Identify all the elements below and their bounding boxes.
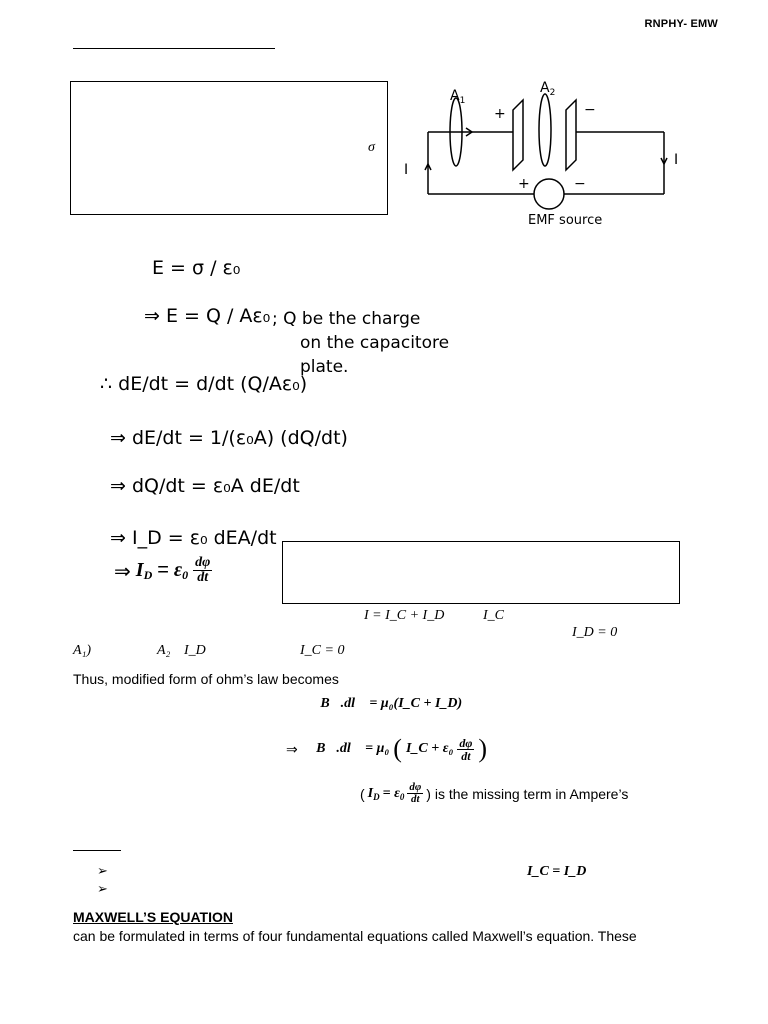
- handwritten-derivation: E = σ / ε₀ ⇒ E = Q / Aε₀ ; Q be the char…: [100, 257, 449, 549]
- capacitor-circuit-diagram: A1 A2 + − I I + − EMF source: [404, 80, 678, 228]
- label-a1: A1: [450, 88, 465, 106]
- implies-symbol-2: ⇒: [286, 740, 298, 757]
- ic-zero-equation: I_C = 0: [300, 643, 345, 658]
- hw-line-2: ⇒ E = Q / Aε₀: [144, 305, 270, 327]
- amperian-loop-a2: [538, 93, 552, 167]
- short-underline: [73, 850, 121, 851]
- label-current-right: I: [674, 152, 678, 168]
- missing-term-text: ) is the missing term in Ampere’s: [426, 785, 629, 802]
- label-emf-source: EMF source: [528, 213, 602, 228]
- ampere2-inner: I_C + ε₀: [405, 741, 454, 756]
- ampere2-fraction: dφ dt: [457, 735, 475, 763]
- label-plus-bottom: +: [518, 176, 530, 192]
- heading-underline: [73, 48, 275, 49]
- paren-open: (: [393, 734, 402, 763]
- hw-line-6: ⇒ I_D = ε₀ dEA/dt: [110, 527, 277, 549]
- current-arrow-top: [465, 127, 474, 137]
- missing-term-line: ( ID = ε0 dφ dt ) is the missing term in…: [360, 782, 628, 805]
- maxwell-heading: MAXWELL’S EQUATION: [73, 909, 233, 925]
- hw-note-2: on the capacitore: [300, 333, 449, 353]
- ohms-law-line: Thus, modified form of ohm’s law becomes: [73, 671, 339, 687]
- label-a2: A2: [540, 80, 555, 98]
- implies-symbol: ⇒: [114, 558, 131, 583]
- header-code: RNPHY- EMW: [644, 18, 718, 30]
- bullet-2: ➢: [97, 882, 108, 897]
- label-minus-bottom: −: [574, 176, 586, 192]
- ampere2-lhs: ∮ B⃗.dl⃗ = μ₀: [301, 741, 390, 756]
- current-arrow-left: [424, 162, 432, 171]
- a1-label: A₁): [73, 643, 92, 658]
- hw-line-5: ⇒ dQ/dt = ε₀A dE/dt: [110, 475, 300, 497]
- amperian-loop-a1: [449, 97, 463, 167]
- missing-fraction: dφ dt: [407, 781, 424, 805]
- missing-id: ID: [367, 785, 380, 802]
- label-minus-top: −: [584, 102, 596, 118]
- empty-answer-box: [282, 541, 680, 604]
- equals-sign: =: [157, 559, 169, 581]
- capacitor-plate-right: [565, 98, 577, 172]
- paren-close: ): [478, 734, 488, 763]
- missing-eq: = ε0: [382, 785, 405, 802]
- hw-line-1: E = σ / ε₀: [152, 257, 240, 279]
- label-plus-top: +: [494, 106, 506, 122]
- ic-equals-id: I_C = I_D: [527, 864, 587, 879]
- dphi-dt-fraction: dφ dt: [193, 555, 213, 585]
- id-zero-equation: I_D = 0: [572, 625, 618, 640]
- figure-box: σ: [70, 81, 388, 215]
- displacement-current-definition: ⇒ ID = ε0 dφ dt: [114, 555, 213, 585]
- hw-line-4: ⇒ dE/dt = 1/(ε₀A) (dQ/dt): [110, 427, 348, 449]
- capacitor-plate-left: [512, 98, 524, 172]
- bullet-1: ➢: [97, 864, 108, 879]
- ampere-law-equation-2: ⇒ ∮ B⃗.dl⃗ = μ₀ ( I_C + ε₀ dφ dt ): [286, 734, 487, 764]
- hw-line-3: ∴ dE/dt = d/dt (Q/Aε₀): [100, 373, 307, 395]
- id-symbol: ID: [135, 558, 153, 582]
- current-sum-equation: I = I_C + I_D: [364, 608, 445, 623]
- current-arrow-right: [660, 157, 668, 166]
- a2-label: A₂: [157, 643, 171, 658]
- emf-source-symbol: [533, 178, 565, 210]
- hw-note-1: ; Q be the charge: [272, 309, 420, 329]
- maxwell-intro-line: can be formulated in terms of four funda…: [73, 928, 637, 944]
- ic-label: I_C: [483, 608, 504, 623]
- epsilon-symbol: ε0: [173, 558, 189, 582]
- missing-open-paren: (: [360, 785, 365, 802]
- label-current-left: I: [404, 162, 408, 178]
- sigma-label: σ: [368, 140, 375, 155]
- id-label: I_D: [184, 643, 206, 658]
- hw-note-3: plate.: [300, 357, 348, 377]
- ampere-law-equation-1: ∮ B⃗.dl⃗ = μ₀(I_C + I_D): [306, 696, 463, 711]
